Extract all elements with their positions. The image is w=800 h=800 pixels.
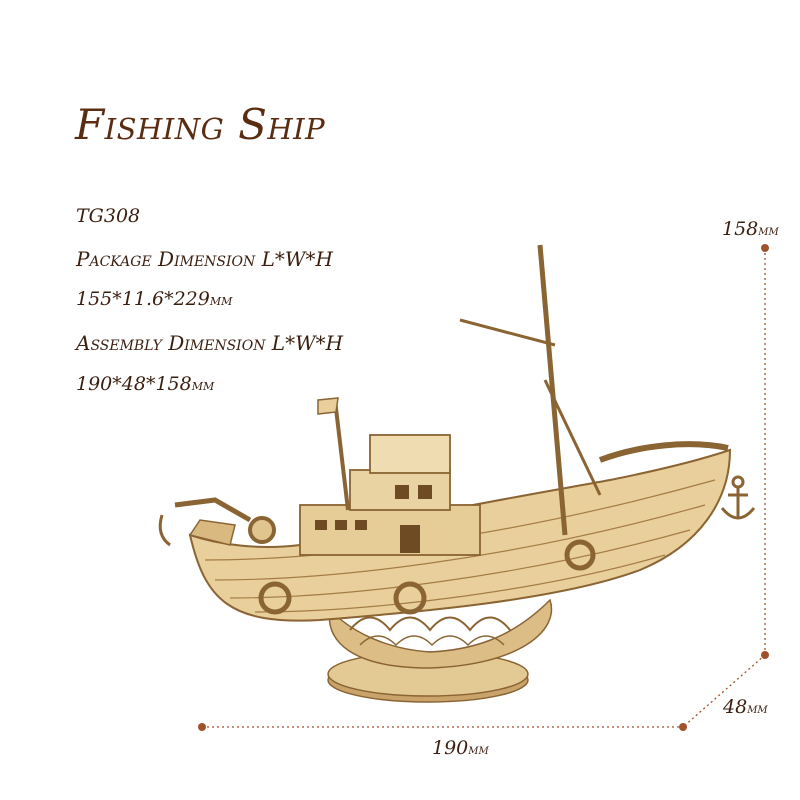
- length-label: 190mm: [432, 737, 489, 759]
- assembly-dimension-label: Assembly Dimension L*W*H: [76, 331, 344, 355]
- height-top-dot: [761, 244, 769, 252]
- model-number: TG308: [76, 205, 141, 227]
- dimension-lines: [198, 244, 769, 731]
- display-stand: [327, 598, 553, 703]
- stern-crane: [158, 497, 276, 547]
- package-dimension-number: 155*11.6*229: [76, 288, 210, 310]
- height-label: 158mm: [722, 218, 779, 240]
- anchor-icon: [720, 475, 756, 520]
- assembly-dimension-unit: mm: [191, 376, 215, 394]
- width-unit: mm: [747, 701, 768, 717]
- product-title: Fishing Ship: [75, 100, 326, 149]
- length-value: 190: [432, 737, 469, 759]
- assembly-dimension-value: 190*48*158mm: [76, 373, 214, 395]
- height-value: 158: [722, 218, 759, 240]
- package-dimension-unit: mm: [209, 291, 233, 309]
- masts-and-rigging: [317, 244, 602, 536]
- wheelhouse: [299, 434, 481, 556]
- life-rings: [258, 539, 596, 615]
- length-start-dot: [198, 723, 206, 731]
- height-bottom-dot: [761, 651, 769, 659]
- package-dimension-value: 155*11.6*229mm: [76, 288, 232, 310]
- corner-dot: [679, 723, 687, 731]
- package-dimension-label: Package Dimension L*W*H: [76, 247, 333, 271]
- assembly-dimension-number: 190*48*158: [76, 373, 192, 395]
- length-unit: mm: [468, 742, 489, 758]
- height-unit: mm: [758, 223, 779, 239]
- width-label: 48mm: [723, 696, 768, 718]
- width-value: 48: [723, 696, 748, 718]
- width-dimension-line: [682, 654, 766, 728]
